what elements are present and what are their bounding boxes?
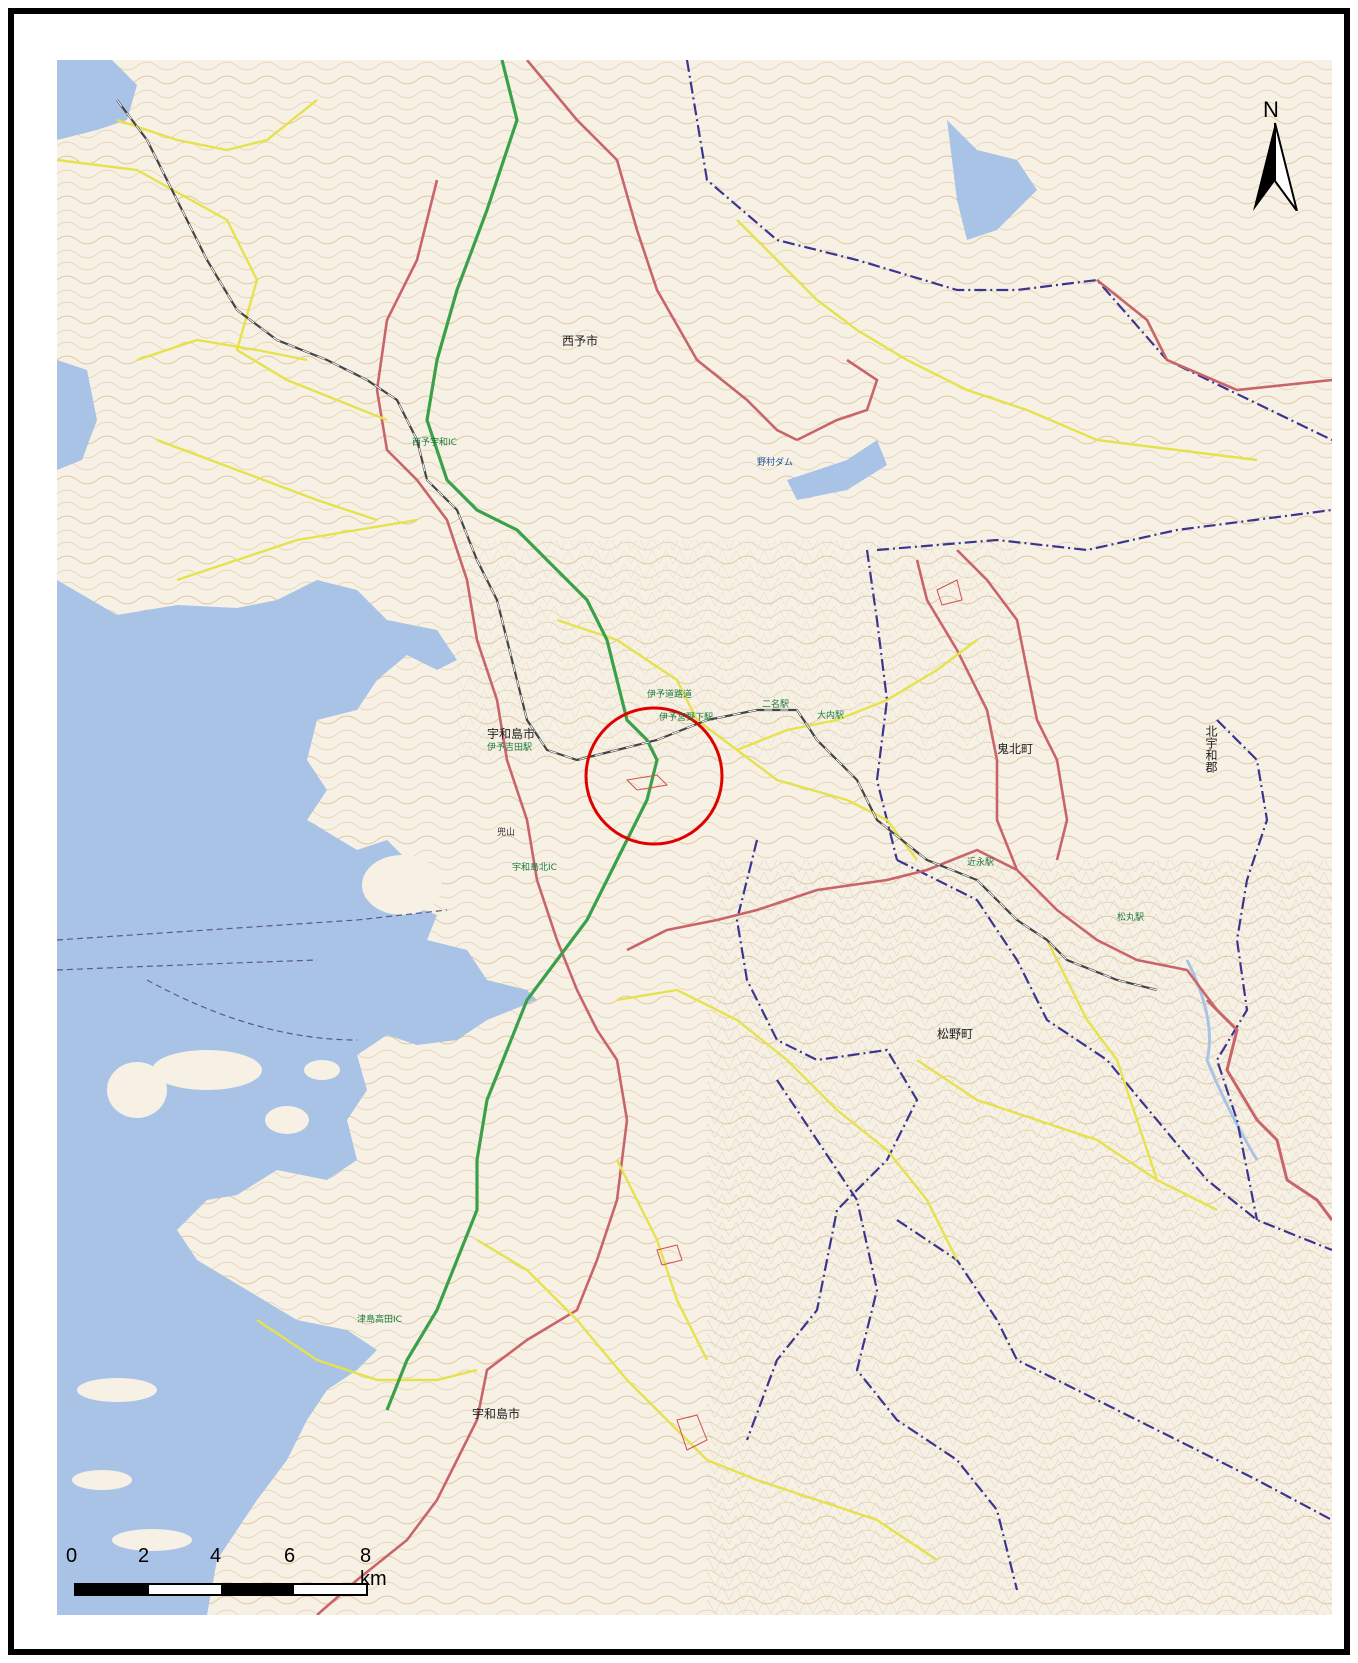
- scale-tick-0: 0: [66, 1545, 78, 1567]
- scale-tick-6: 6: [284, 1545, 296, 1567]
- red-roads: [316, 60, 1332, 1615]
- feature-outline-4: [936, 579, 963, 606]
- ferry-route-2: [57, 959, 318, 971]
- map-label-station-3: 二名駅: [762, 700, 790, 710]
- scale-bar: 0 2 4 6 8 km: [60, 1545, 387, 1605]
- map-label-matsuno: 松野町: [937, 1027, 974, 1041]
- scale-seg-2: [148, 1585, 221, 1594]
- expressway: [385, 60, 659, 1411]
- railway-dash: [116, 99, 1158, 991]
- island-7: [304, 1060, 340, 1080]
- island-4: [72, 1470, 132, 1490]
- scale-seg-3: [221, 1585, 294, 1594]
- map-label-ic-3: 西予宇和IC: [412, 438, 457, 448]
- scale-tick-2: 2: [138, 1545, 150, 1567]
- ferry-route-3: [146, 979, 358, 1041]
- island-1: [107, 1062, 167, 1118]
- map-label-uwajima-north: 宇和島市: [487, 727, 536, 741]
- scale-seg-1: [76, 1585, 149, 1594]
- sea-west-bay: [57, 360, 97, 470]
- feature-outline-1: [625, 774, 669, 791]
- map-label-kitauwa: 北宇和郡: [1204, 725, 1218, 773]
- yellow-roads: [57, 99, 1258, 1561]
- map-label-uwajima-south: 宇和島市: [472, 1407, 521, 1421]
- map-label-station-6: 松丸駅: [1117, 913, 1145, 923]
- scale-tick-4: 4: [210, 1545, 222, 1567]
- nomura-dam-lake: [787, 440, 887, 500]
- island-2: [152, 1050, 262, 1090]
- north-arrow: N: [1245, 97, 1305, 211]
- map-label-station-4: 大内駅: [817, 711, 845, 721]
- island-3: [77, 1378, 157, 1402]
- map-label-station-2: 伊予宮野下駅: [659, 713, 714, 723]
- ferry-route-1: [57, 909, 448, 941]
- highlight-circle: [584, 706, 724, 846]
- map-label-peak: 兜山: [497, 828, 516, 838]
- map-label-ic-1: 宇和島北IC: [512, 863, 557, 873]
- map-canvas[interactable]: 西予市 宇和島市 鬼北町 松野町 宇和島市 北宇和郡 伊予吉田駅 伊予宮野下駅 …: [57, 60, 1332, 1615]
- municipal-boundary: [685, 60, 1332, 1591]
- scale-seg-4: [293, 1585, 366, 1594]
- red-road-east: [1205, 998, 1332, 1221]
- map-label-dam: 野村ダム: [757, 458, 794, 468]
- north-arrow-icon: [1253, 122, 1298, 211]
- map-graphics: [57, 60, 1332, 1615]
- island-5: [112, 1529, 192, 1551]
- island-kuro: [362, 855, 442, 915]
- north-label: N: [1263, 97, 1279, 122]
- map-label-station-5: 近永駅: [967, 858, 995, 868]
- dam-lake-north: [947, 120, 1037, 240]
- sea-area: [57, 580, 537, 1615]
- scale-bar-graphic: [74, 1583, 368, 1596]
- map-label-seiyo: 西予市: [562, 334, 599, 348]
- map-label-kihoku: 鬼北町: [997, 742, 1034, 756]
- feature-outline-3: [676, 1414, 708, 1451]
- hill-shading-north: [457, 540, 1017, 760]
- map-label-road: 伊予道路道: [647, 690, 693, 700]
- map-label-ic-2: 津島高田IC: [357, 1315, 402, 1325]
- feature-outline-2: [656, 1244, 683, 1266]
- map-label-station-1: 伊予吉田駅: [487, 743, 533, 753]
- hill-shading: [707, 860, 1332, 1615]
- island-6: [265, 1106, 309, 1134]
